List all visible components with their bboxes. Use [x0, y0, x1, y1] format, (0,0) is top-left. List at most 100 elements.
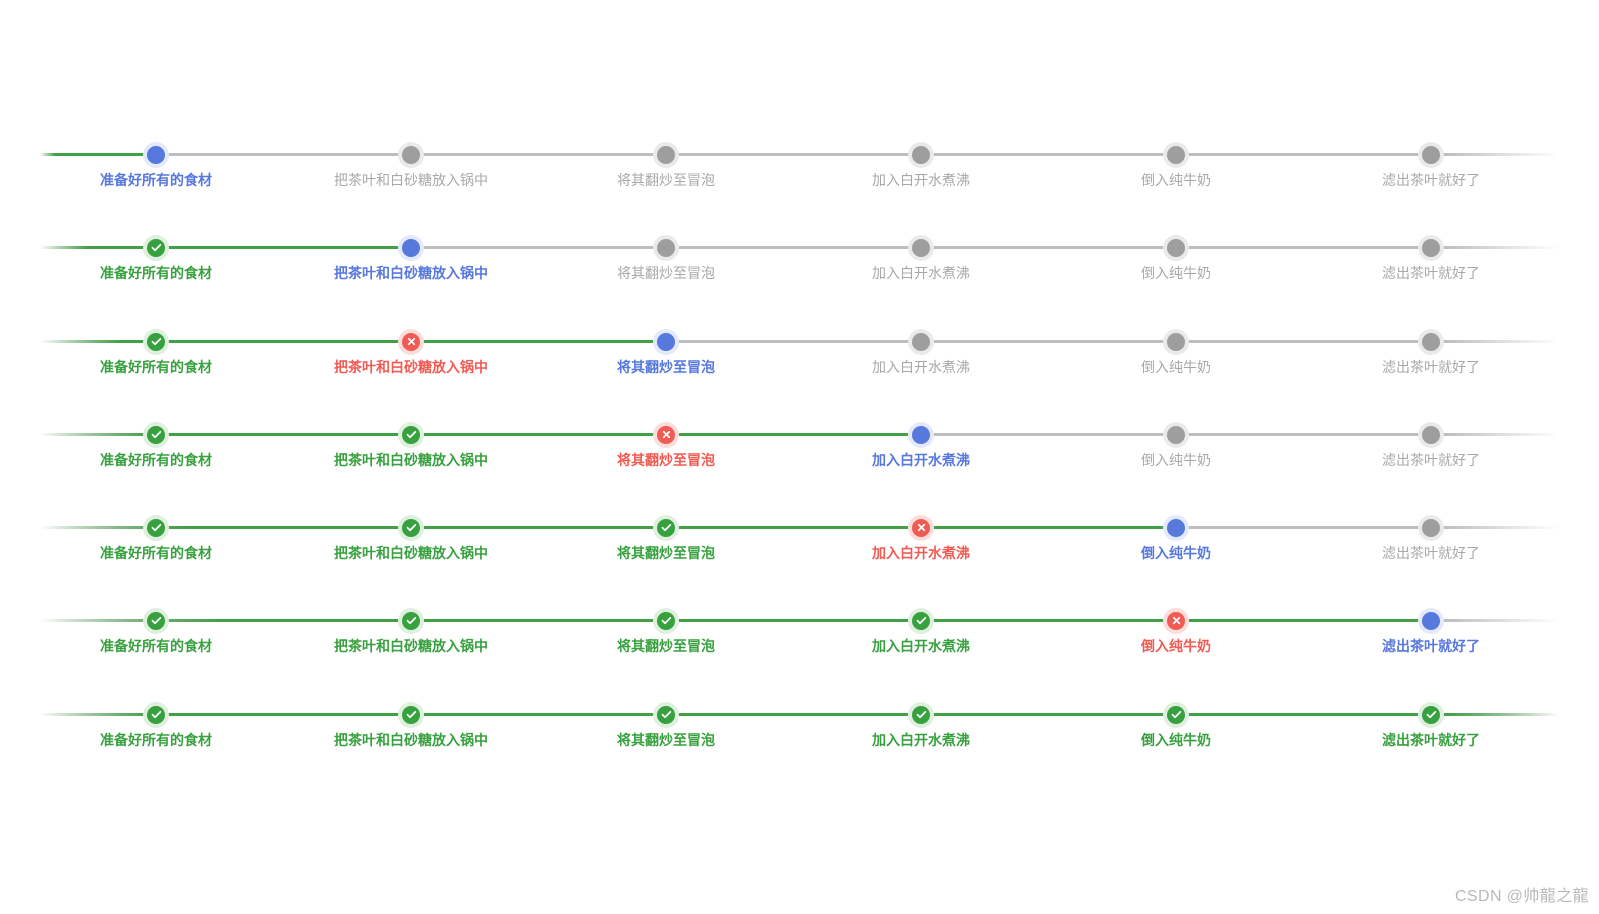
stepper-node-marker[interactable]	[908, 421, 934, 448]
stepper-track	[40, 153, 1559, 156]
stepper-node-label: 把茶叶和白砂糖放入锅中	[334, 171, 488, 188]
stepper-node-marker[interactable]	[143, 328, 169, 355]
stepper-node-marker[interactable]	[398, 607, 424, 634]
close-icon	[1167, 611, 1185, 630]
stepper-node-label: 准备好所有的食材	[100, 637, 212, 654]
check-icon	[402, 518, 420, 537]
stepper-progress	[40, 713, 1559, 716]
stepper-progress	[40, 433, 921, 436]
stepper-node-label: 加入白开水煮沸	[872, 264, 970, 281]
dot-icon	[657, 145, 675, 164]
dot-icon	[657, 238, 675, 257]
stepper-node-marker[interactable]	[398, 234, 424, 261]
dot-icon	[1422, 611, 1440, 630]
stepper-node-label: 滤出茶叶就好了	[1382, 637, 1480, 654]
stepper-row-5: 准备好所有的食材把茶叶和白砂糖放入锅中将其翻炒至冒泡加入白开水煮沸倒入纯牛奶滤出…	[0, 514, 1599, 619]
stepper-node-marker[interactable]	[1418, 421, 1444, 448]
stepper-node-label: 加入白开水煮沸	[872, 451, 970, 468]
stepper-node-marker[interactable]	[1163, 234, 1189, 261]
stepper-node-marker[interactable]	[653, 701, 679, 728]
check-icon	[402, 705, 420, 724]
check-icon	[657, 518, 675, 537]
stepper-node-label: 准备好所有的食材	[100, 731, 212, 748]
dot-icon	[402, 145, 420, 164]
stepper-row-6: 准备好所有的食材把茶叶和白砂糖放入锅中将其翻炒至冒泡加入白开水煮沸倒入纯牛奶滤出…	[0, 607, 1599, 712]
stepper-node-marker[interactable]	[143, 141, 169, 168]
dot-icon	[912, 238, 930, 257]
stepper-node-marker[interactable]	[1418, 514, 1444, 541]
dot-icon	[1167, 425, 1185, 444]
stepper-node-label: 将其翻炒至冒泡	[617, 264, 715, 281]
check-icon	[912, 611, 930, 630]
stepper-node-marker[interactable]	[1418, 141, 1444, 168]
stepper-node-label: 将其翻炒至冒泡	[617, 637, 715, 654]
stepper-node-label: 把茶叶和白砂糖放入锅中	[334, 637, 488, 654]
stepper-node-label: 加入白开水煮沸	[872, 544, 970, 561]
stepper-node-label: 准备好所有的食材	[100, 264, 212, 281]
stepper-node-label: 把茶叶和白砂糖放入锅中	[334, 358, 488, 375]
check-icon	[147, 425, 165, 444]
stepper-node-marker[interactable]	[1418, 607, 1444, 634]
dot-icon	[147, 145, 165, 164]
check-icon	[657, 705, 675, 724]
dot-icon	[1167, 332, 1185, 351]
stepper-node-marker[interactable]	[143, 514, 169, 541]
check-icon	[147, 611, 165, 630]
stepper-node-marker[interactable]	[653, 421, 679, 448]
stepper-node-label: 倒入纯牛奶	[1141, 264, 1211, 281]
stepper-node-marker[interactable]	[908, 701, 934, 728]
stepper-node-marker[interactable]	[143, 234, 169, 261]
stepper-node-marker[interactable]	[143, 607, 169, 634]
stepper-node-label: 倒入纯牛奶	[1141, 544, 1211, 561]
stepper-node-marker[interactable]	[398, 701, 424, 728]
stepper-node-marker[interactable]	[398, 141, 424, 168]
dot-icon	[402, 238, 420, 257]
dot-icon	[1167, 238, 1185, 257]
stepper-row-1: 准备好所有的食材把茶叶和白砂糖放入锅中将其翻炒至冒泡加入白开水煮沸倒入纯牛奶滤出…	[0, 141, 1599, 246]
stepper-node-marker[interactable]	[908, 607, 934, 634]
stepper-node-label: 准备好所有的食材	[100, 358, 212, 375]
stepper-node-marker[interactable]	[1163, 701, 1189, 728]
stepper-progress	[40, 526, 1176, 529]
dot-icon	[1167, 518, 1185, 537]
stepper-node-marker[interactable]	[653, 234, 679, 261]
stepper-node-marker[interactable]	[653, 514, 679, 541]
stepper-node-marker[interactable]	[398, 514, 424, 541]
stepper-node-label: 将其翻炒至冒泡	[617, 358, 715, 375]
stepper-node-marker[interactable]	[398, 421, 424, 448]
stepper-node-marker[interactable]	[143, 701, 169, 728]
stepper-node-marker[interactable]	[1163, 514, 1189, 541]
csdn-watermark: CSDN @帅龍之龍	[1454, 888, 1589, 905]
stepper-node-label: 准备好所有的食材	[100, 451, 212, 468]
stepper-node-marker[interactable]	[908, 141, 934, 168]
stepper-node-marker[interactable]	[398, 328, 424, 355]
stepper-node-marker[interactable]	[143, 421, 169, 448]
stepper-node-label: 滤出茶叶就好了	[1382, 451, 1480, 468]
stepper-node-marker[interactable]	[1163, 607, 1189, 634]
stepper-node-label: 加入白开水煮沸	[872, 731, 970, 748]
stepper-node-label: 倒入纯牛奶	[1141, 358, 1211, 375]
stepper-node-label: 把茶叶和白砂糖放入锅中	[334, 264, 488, 281]
stepper-node-label: 滤出茶叶就好了	[1382, 264, 1480, 281]
stepper-node-marker[interactable]	[1418, 234, 1444, 261]
stepper-node-label: 把茶叶和白砂糖放入锅中	[334, 451, 488, 468]
stepper-node-marker[interactable]	[1418, 328, 1444, 355]
stepper-node-label: 准备好所有的食材	[100, 171, 212, 188]
stepper-node-marker[interactable]	[653, 328, 679, 355]
stepper-node-marker[interactable]	[908, 234, 934, 261]
check-icon	[147, 332, 165, 351]
stepper-node-marker[interactable]	[1163, 141, 1189, 168]
stepper-node-marker[interactable]	[653, 141, 679, 168]
stepper-node-marker[interactable]	[1418, 701, 1444, 728]
stepper-progress	[40, 340, 666, 343]
stepper-node-marker[interactable]	[1163, 328, 1189, 355]
dot-icon	[912, 425, 930, 444]
stepper-node-marker[interactable]	[653, 607, 679, 634]
check-icon	[147, 238, 165, 257]
stepper-track	[40, 246, 1559, 249]
stepper-node-label: 加入白开水煮沸	[872, 358, 970, 375]
stepper-node-marker[interactable]	[1163, 421, 1189, 448]
stepper-node-marker[interactable]	[908, 328, 934, 355]
stepper-node-marker[interactable]	[908, 514, 934, 541]
